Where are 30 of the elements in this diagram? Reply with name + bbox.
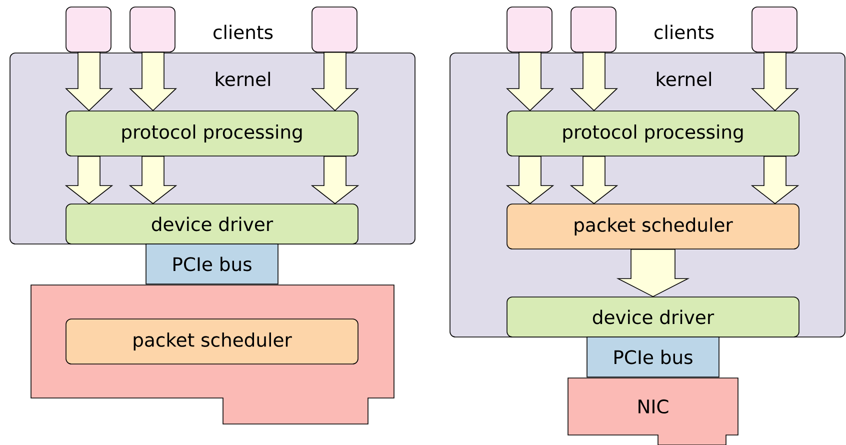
block-arrow <box>64 156 114 204</box>
block-arrow <box>128 156 178 204</box>
client-box <box>130 6 176 52</box>
process-box: device driver <box>506 296 800 338</box>
bus-box: PCIe bus <box>586 336 720 378</box>
block-arrow <box>616 249 690 298</box>
process-box: device driver <box>66 204 358 244</box>
client-box <box>312 6 358 52</box>
client-box <box>570 6 616 52</box>
block-arrow <box>751 52 799 112</box>
block-arrow <box>570 156 618 204</box>
text-label: clients <box>214 24 273 40</box>
block-arrow <box>310 156 360 204</box>
block-arrow <box>65 52 113 112</box>
block-arrow <box>506 52 554 112</box>
nic-card: NIC <box>568 378 738 445</box>
block-arrow <box>506 156 554 204</box>
process-box: protocol processing <box>66 110 358 156</box>
client-box <box>506 6 552 52</box>
process-box: packet scheduler <box>506 204 800 250</box>
process-box: protocol processing <box>506 110 800 156</box>
process-box: packet scheduler <box>66 318 358 364</box>
text-label: clients <box>654 24 714 40</box>
block-arrow <box>570 52 618 112</box>
bus-box: PCIe bus <box>146 244 278 284</box>
client-box <box>752 6 798 52</box>
block-arrow <box>311 52 359 112</box>
client-box <box>66 6 112 52</box>
block-arrow <box>750 156 800 204</box>
block-arrow <box>129 52 177 112</box>
